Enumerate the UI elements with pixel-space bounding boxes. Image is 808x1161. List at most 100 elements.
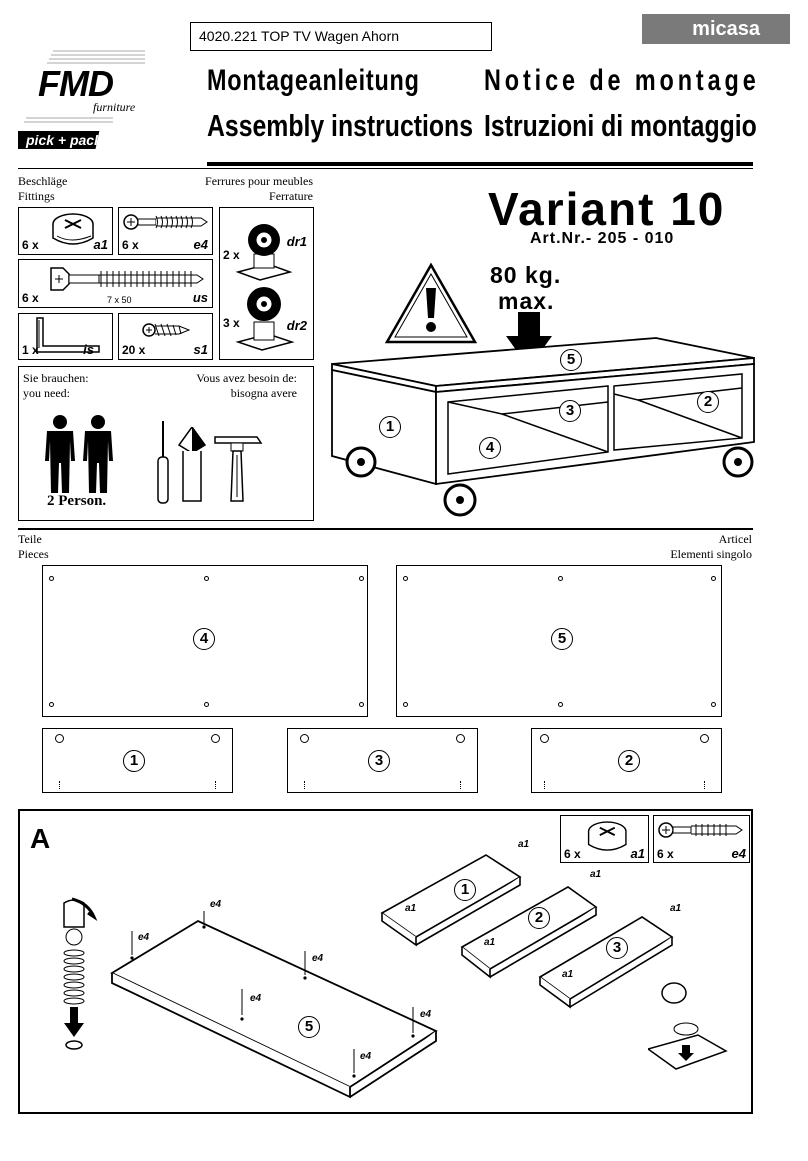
step-a-legend-a1-qty: 6 x <box>564 847 581 861</box>
dowel-mark <box>304 781 307 789</box>
e4-label: e4 <box>360 1051 372 1062</box>
part-4-number: 4 <box>193 628 215 650</box>
parts-rule <box>18 528 753 530</box>
hole <box>204 702 209 707</box>
step-a-legend-e4: 6 x e4 <box>653 815 750 863</box>
fitting-is-box: 1 x is <box>18 313 113 360</box>
hole <box>456 734 465 743</box>
a1-label: a1 <box>484 937 496 948</box>
person-icon <box>45 415 75 493</box>
hole <box>49 702 54 707</box>
part-3-panel: 3 <box>287 728 478 793</box>
fittings-label-en: Fittings <box>18 189 55 203</box>
title-de: Montageanleitung <box>207 64 420 97</box>
fitting-dr1-code: dr1 <box>286 234 307 249</box>
parts-label-en: Pieces <box>18 547 49 561</box>
hole <box>711 576 716 581</box>
step-a-label: A <box>30 823 51 854</box>
hole <box>359 576 364 581</box>
hole <box>49 576 54 581</box>
awl-icon <box>177 427 207 502</box>
part-5-number: 5 <box>551 628 573 650</box>
parts-label-de: Teile <box>18 532 42 546</box>
cart-part-2: 2 <box>697 391 719 413</box>
fitting-us-qty: 6 x <box>22 291 39 305</box>
fitting-casters-box: 2 x dr1 3 x dr2 <box>219 207 314 360</box>
cart-part-5: 5 <box>560 349 582 371</box>
fitting-dr1-qty: 2 x <box>223 248 240 262</box>
fitting-s1-qty: 20 x <box>122 343 146 357</box>
dowel-mark <box>704 781 707 789</box>
cart-part-3: 3 <box>559 400 581 422</box>
title-en: Assembly instructions <box>207 108 473 143</box>
cam-lock-icon <box>52 213 94 245</box>
load-max: max. <box>498 288 555 314</box>
e4-label: e4 <box>138 932 150 943</box>
hole <box>204 576 209 581</box>
e4-label: e4 <box>312 953 324 964</box>
dowel-mark <box>215 781 218 789</box>
fittings-label-it: Ferrature <box>269 189 313 203</box>
fitting-is-qty: 1 x <box>22 343 39 357</box>
hole <box>540 734 549 743</box>
e4-label: e4 <box>420 1009 432 1020</box>
brand-name: micasa <box>692 18 760 40</box>
fittings-label-fr: Ferrures pour meubles <box>205 174 313 188</box>
title-fr: Notice de montage <box>484 64 760 97</box>
fitting-us-box: 6 x 7 x 50 us <box>18 259 213 308</box>
fitting-is-code: is <box>83 342 94 357</box>
step-a-legend-e4-qty: 6 x <box>657 847 674 861</box>
step-a-legend-a1-code: a1 <box>630 846 645 861</box>
a1-label: a1 <box>562 969 574 980</box>
step-a-panel-5 <box>110 911 438 1099</box>
person-icon <box>83 415 113 493</box>
fitting-a1-qty: 6 x <box>22 238 39 252</box>
step-a-part-5: 5 <box>298 1016 320 1038</box>
screw-insert-detail <box>63 897 98 1050</box>
screw-icon <box>123 214 208 230</box>
parts-label-fr: Articel <box>718 532 752 546</box>
part-1-panel: 1 <box>42 728 233 793</box>
fitting-e4-qty: 6 x <box>122 238 139 252</box>
hole <box>558 702 563 707</box>
fitting-e4-code: e4 <box>193 237 208 252</box>
fitting-a1-box: 6 x a1 <box>18 207 113 255</box>
step-a-side-panels <box>380 854 674 1009</box>
product-label: 4020.221 TOP TV Wagen Ahorn <box>199 28 400 44</box>
hole <box>300 734 309 743</box>
a1-label: a1 <box>518 839 530 850</box>
screw-icon <box>658 822 743 838</box>
fitting-dr2-code: dr2 <box>286 318 307 333</box>
fitting-dr2-qty: 3 x <box>223 316 240 330</box>
dowel-mark <box>59 781 62 789</box>
part-3-number: 3 <box>368 750 390 772</box>
warning-icon <box>384 262 478 344</box>
screwdriver-icon <box>157 421 169 504</box>
part-1-number: 1 <box>123 750 145 772</box>
you-need-fr: Vous avez besoin de: <box>196 371 297 385</box>
step-a-panel: A 6 x a1 6 x e4 <box>18 809 753 1114</box>
step-a-part-1: 1 <box>454 879 476 901</box>
cam-insert-detail <box>648 982 728 1070</box>
caster-icon <box>235 287 295 351</box>
part-5-panel: 5 <box>396 565 722 717</box>
variant-title: Variant 10 <box>488 183 726 235</box>
step-a-part-3: 3 <box>606 937 628 959</box>
step-a-part-2: 2 <box>528 907 550 929</box>
fitting-us-code: us <box>192 290 208 305</box>
you-need-de: Sie brauchen: <box>23 371 89 385</box>
fitting-a1-code: a1 <box>93 237 108 252</box>
you-need-box: Sie brauchen: you need: Vous avez besoin… <box>18 366 314 521</box>
e4-label: e4 <box>250 993 262 1004</box>
hole <box>403 702 408 707</box>
variant-art-number: Art.Nr.- 205 - 010 <box>530 230 675 247</box>
fmd-logo-sub: furniture <box>93 100 136 114</box>
dowel-mark <box>460 781 463 789</box>
cart-part-4: 4 <box>479 437 501 459</box>
fmd-logo: FMD furniture pick + pack <box>0 48 153 153</box>
brand-bar: micasa <box>642 14 790 44</box>
header-rule <box>207 162 753 166</box>
part-2-panel: 2 <box>531 728 722 793</box>
hammer-icon <box>214 436 263 502</box>
step-a-legend-e4-code: e4 <box>731 846 746 861</box>
